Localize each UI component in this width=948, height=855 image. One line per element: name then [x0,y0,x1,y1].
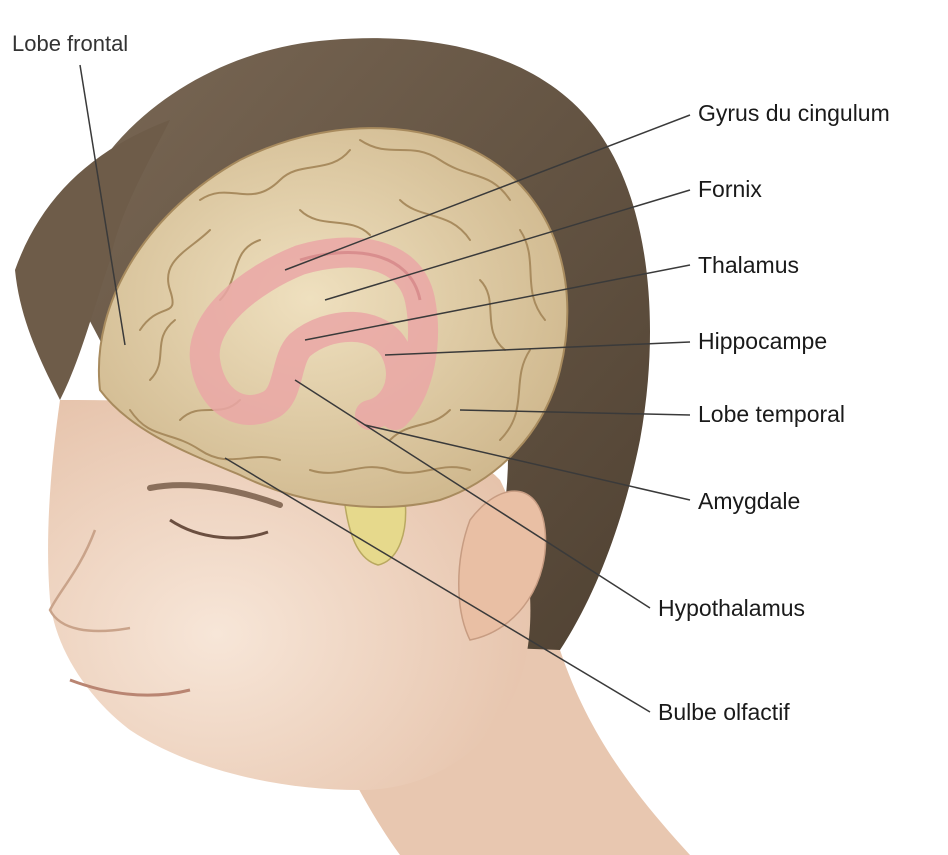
label-lobe-temporal: Lobe temporal [698,403,845,426]
label-hippocampe: Hippocampe [698,330,827,353]
label-amygdale: Amygdale [698,490,800,513]
label-fornix: Fornix [698,178,762,201]
label-thalamus: Thalamus [698,254,799,277]
label-lobe-frontal: Lobe frontal [12,33,128,55]
label-bulbe-olfactif: Bulbe olfactif [658,701,790,724]
label-hypothalamus: Hypothalamus [658,597,805,620]
label-gyrus-cingulum: Gyrus du cingulum [698,102,890,125]
